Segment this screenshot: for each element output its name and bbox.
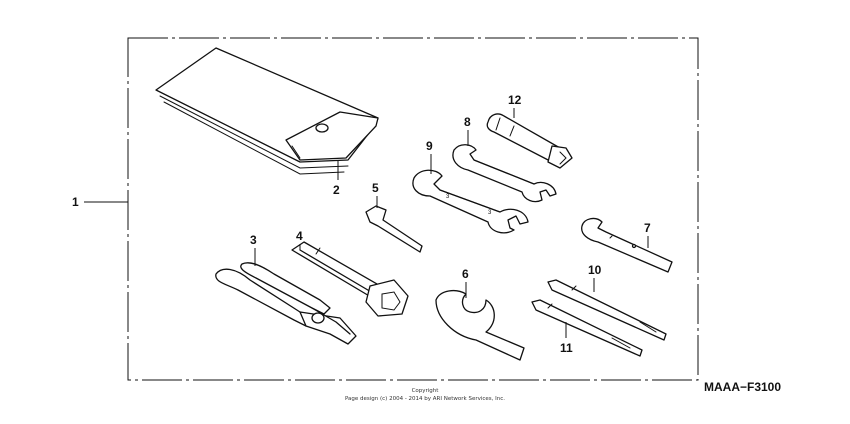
tool-pouch-illustration [155,47,379,175]
svg-text:3: 3 [250,233,257,247]
callout-7[interactable]: 7 [644,221,651,248]
screwdriver-handle-illustration [486,113,573,169]
callout-11[interactable]: 11 [560,322,573,355]
svg-text:6: 6 [462,267,469,281]
svg-text:7: 7 [644,221,651,235]
svg-text:3: 3 [488,210,492,216]
svg-text:4: 4 [296,229,303,243]
callout-12[interactable]: 12 [508,93,522,118]
copyright-line-2: Page design (c) 2004 - 2014 by ARI Netwo… [345,396,505,402]
open-end-wrench-small-illustration [452,144,557,203]
svg-text:9: 9 [426,139,433,153]
callout-3[interactable]: 3 [250,233,257,266]
hex-key-illustration [365,205,423,253]
svg-text:5: 5 [372,181,379,195]
callout-8[interactable]: 8 [464,115,471,146]
svg-text:10: 10 [588,263,602,277]
screwdriver-bit-11-illustration [531,299,643,357]
svg-text:11: 11 [560,341,573,355]
svg-text:2: 2 [333,183,340,197]
flat-spanner-illustration [581,217,673,273]
open-end-wrench-large-illustration: 3 3 [412,169,529,234]
svg-text:8: 8 [464,115,471,129]
spanner-wrench-illustration [435,289,525,361]
callout-1[interactable]: 1 [72,195,128,209]
screwdriver-bit-10-illustration [547,279,667,341]
diagram-code: MAAA−F3100 [704,380,781,394]
callout-6[interactable]: 6 [462,267,469,298]
diagram-frame [127,37,699,381]
pliers-illustration [215,262,357,345]
copyright-line-1: Copyright [412,388,440,394]
svg-text:1: 1 [72,195,79,209]
callout-9[interactable]: 9 [426,139,433,174]
svg-text:12: 12 [508,93,522,107]
callout-10[interactable]: 10 [588,263,602,292]
callout-2[interactable]: 2 [333,160,340,197]
svg-text:3: 3 [446,194,450,200]
callout-5[interactable]: 5 [372,181,379,208]
callout-4[interactable]: 4 [296,229,303,250]
